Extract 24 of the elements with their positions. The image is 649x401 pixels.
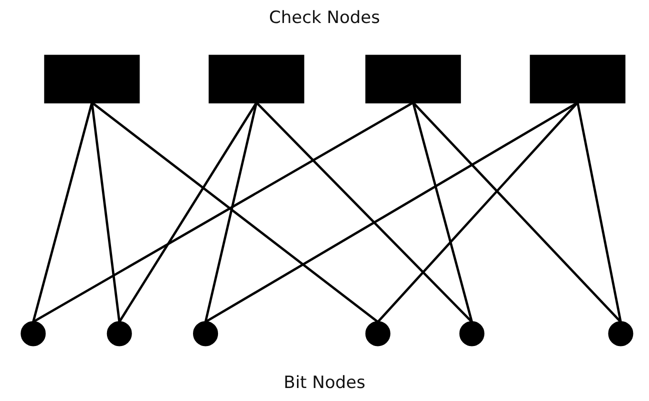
node-circle	[20, 321, 46, 346]
connector	[376, 102, 578, 323]
connector	[204, 102, 258, 322]
node-box	[364, 54, 460, 104]
connector	[32, 102, 414, 323]
node-circle	[458, 321, 484, 346]
node-box	[529, 54, 625, 104]
footer-label: Bit Nodes	[284, 372, 366, 395]
node-box	[208, 54, 304, 104]
node-circle	[192, 321, 218, 346]
node-circle	[106, 321, 132, 346]
connector	[255, 102, 472, 323]
connector	[576, 102, 622, 322]
heading-label: Check Nodes	[269, 7, 380, 30]
node-box	[44, 54, 140, 104]
connector	[412, 102, 622, 323]
connector	[204, 102, 578, 323]
connector	[32, 102, 93, 322]
connector	[90, 102, 120, 322]
connector	[118, 102, 257, 323]
node-circle	[608, 321, 633, 346]
connector	[90, 102, 378, 323]
connector	[412, 102, 473, 322]
node-circle	[364, 321, 390, 346]
